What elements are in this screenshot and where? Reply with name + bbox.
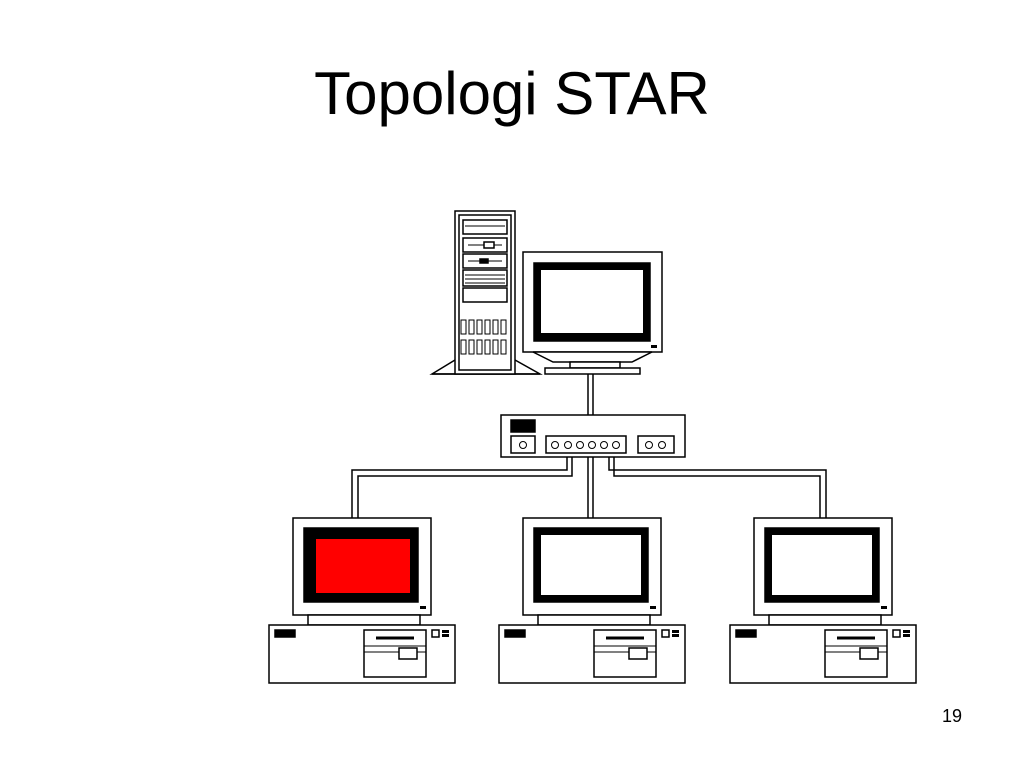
workstation-monitor-icon	[522, 517, 662, 626]
tower-server-icon	[429, 210, 543, 375]
cable-hub-to-workstation-1	[351, 456, 573, 518]
page-number: 19	[941, 706, 962, 726]
network-hub-icon	[500, 414, 686, 458]
workstation-3	[729, 517, 917, 684]
workstation-1	[268, 517, 456, 684]
cable-hub-to-workstation-3	[608, 456, 827, 518]
slide-title: Topologi STAR	[314, 60, 710, 127]
workstation-case-icon	[729, 624, 917, 684]
cable-server-to-hub	[587, 374, 594, 415]
hub-ports	[551, 441, 620, 449]
red-screen	[316, 539, 410, 593]
cable-hub-to-workstation-2	[587, 456, 594, 518]
server-vents	[460, 319, 507, 355]
network-cables	[351, 374, 827, 518]
server-monitor-icon	[522, 251, 663, 375]
workstation-monitor-icon	[753, 517, 893, 626]
workstation-case-icon	[268, 624, 456, 684]
workstation-2	[498, 517, 686, 684]
workstation-case-icon	[498, 624, 686, 684]
workstation-monitor-icon	[292, 517, 432, 626]
